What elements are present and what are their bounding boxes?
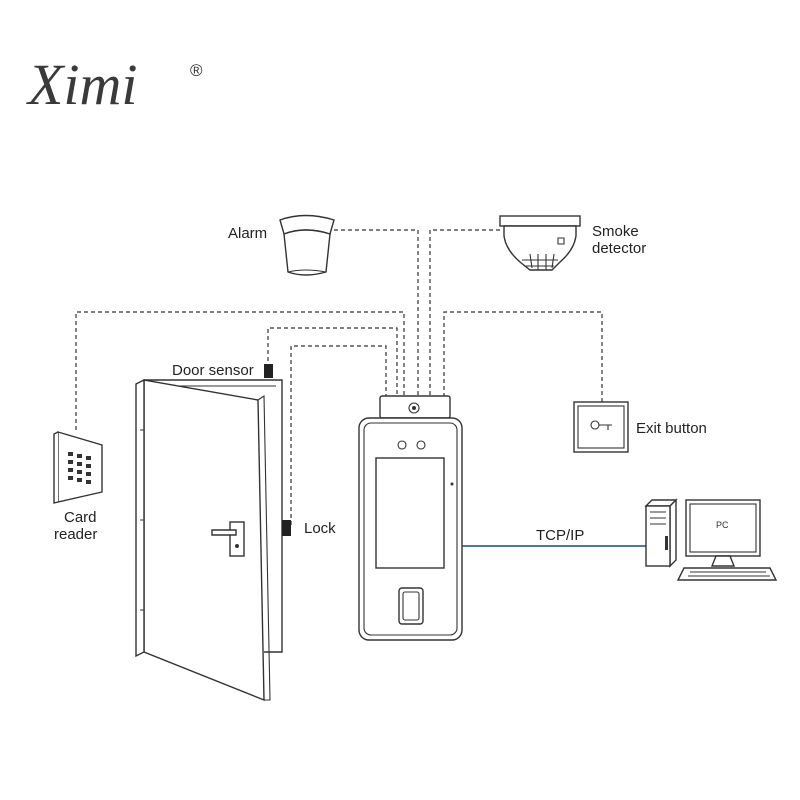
wire-smoke-detector xyxy=(429,229,500,396)
wiring xyxy=(75,229,648,547)
pc-icon: PC xyxy=(644,498,778,581)
wire-door-sensor xyxy=(267,327,398,396)
exit-button-icon xyxy=(573,401,629,453)
wire-lock xyxy=(290,345,387,525)
alarm-icon xyxy=(279,214,335,276)
card-reader-icon xyxy=(53,431,103,504)
wire-alarm xyxy=(334,229,419,396)
registered-mark: ® xyxy=(190,61,203,80)
door-sensor-icon xyxy=(264,364,273,378)
card-reader-label-line2: reader xyxy=(54,526,97,543)
pc-label: PC xyxy=(716,520,729,530)
network-label: TCP/IP xyxy=(536,527,584,544)
wire-exit-button xyxy=(443,311,603,402)
door-sensor-label: Door sensor xyxy=(172,362,254,379)
lock-label: Lock xyxy=(304,520,336,537)
smoke-detector-label-line1: Smoke xyxy=(592,223,639,240)
exit-button-label: Exit button xyxy=(636,420,707,437)
card-reader-label-line1: Card xyxy=(64,509,97,526)
wire-card-reader xyxy=(75,311,405,430)
lock-icon xyxy=(282,520,291,536)
brand-logo: Ximi ® xyxy=(26,52,203,117)
logo-text: Ximi xyxy=(26,52,138,117)
smoke-detector-icon xyxy=(499,215,581,271)
door-icon xyxy=(135,378,283,702)
smoke-detector-label-line2: detector xyxy=(592,240,646,257)
alarm-label: Alarm xyxy=(228,225,267,242)
terminal-icon xyxy=(358,395,463,641)
